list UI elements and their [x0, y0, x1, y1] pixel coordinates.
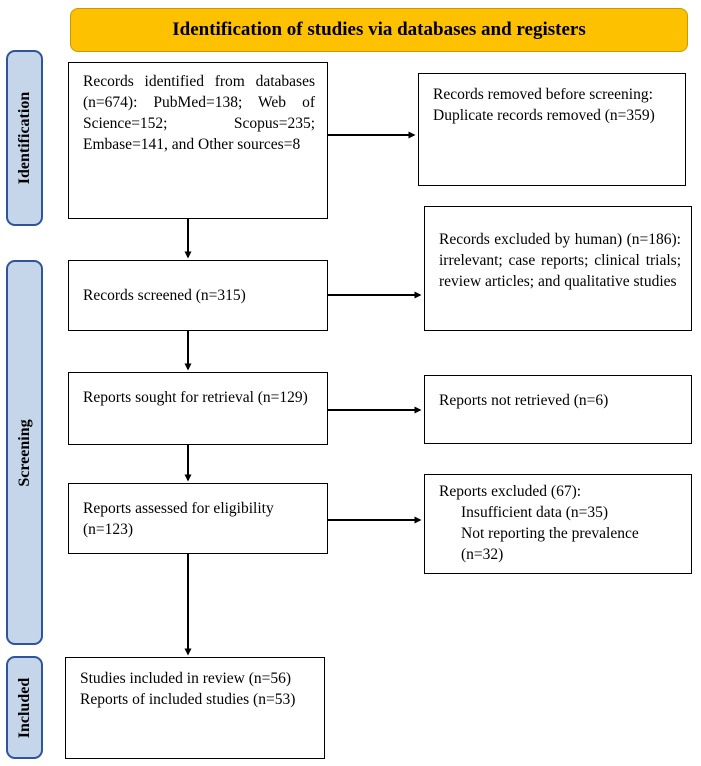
stage-identification: Identification: [6, 50, 43, 226]
reports-assessed-box: Reports assessed for eligibility (n=123): [68, 483, 328, 554]
records-screened-box: Records screened (n=315): [68, 260, 328, 331]
studies-included-line1: Studies included in review (n=56): [80, 670, 292, 687]
reports-excluded-title: Reports excluded (67):: [439, 483, 582, 500]
studies-included-box: Studies included in review (n=56) Report…: [65, 657, 325, 759]
records-removed-line2: Duplicate records removed (n=359): [433, 107, 655, 124]
reports-excluded-box: Reports excluded (67): Insufficient data…: [424, 474, 692, 574]
records-identified-box: Records identified from databases (n=674…: [68, 62, 328, 219]
records-excluded-box: Records excluded by human) (n=186): irre…: [424, 206, 692, 331]
reports-sought-box: Reports sought for retrieval (n=129): [68, 372, 328, 445]
records-removed-box: Records removed before screening: Duplic…: [418, 73, 686, 186]
reports-not-retrieved-box: Reports not retrieved (n=6): [424, 375, 692, 444]
reports-excluded-item-1: Insufficient data (n=35): [461, 504, 609, 521]
studies-included-line2: Reports of included studies (n=53): [80, 691, 296, 708]
records-removed-line1: Records removed before screening:: [433, 86, 653, 103]
stage-screening: Screening: [6, 260, 43, 645]
diagram-title: Identification of studies via databases …: [70, 8, 688, 52]
reports-excluded-item-2: Not reporting the prevalence (n=32): [461, 525, 639, 563]
stage-included: Included: [6, 656, 43, 759]
